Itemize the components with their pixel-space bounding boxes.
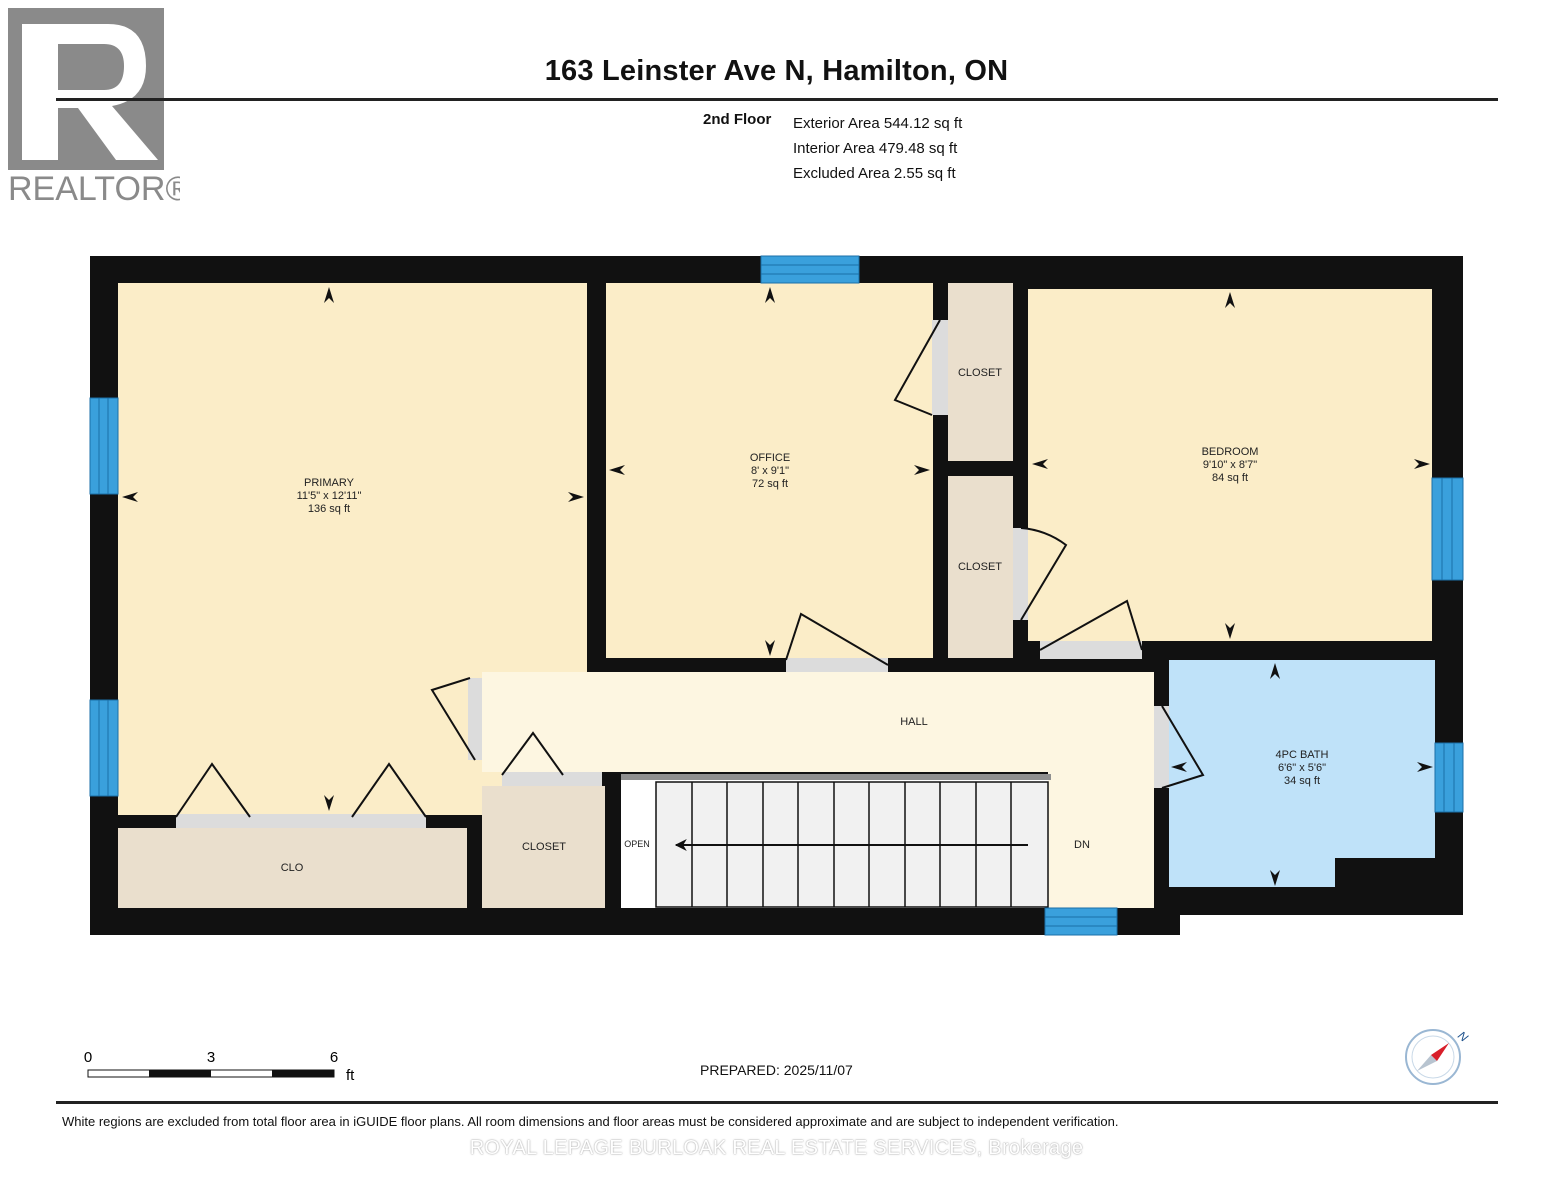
office-dims: 8' x 9'1" xyxy=(751,465,789,477)
clo-closet xyxy=(118,828,467,908)
dn-label: DN xyxy=(1074,839,1090,851)
brokerage-watermark: ROYAL LEPAGE BURLOAK REAL ESTATE SERVICE… xyxy=(469,1137,1084,1159)
interior-area: Interior Area 479.48 sq ft xyxy=(793,140,958,157)
primary-name: PRIMARY xyxy=(304,477,355,489)
bedroom-name: BEDROOM xyxy=(1202,446,1259,458)
floor-label: 2nd Floor xyxy=(703,111,772,128)
exterior-area: Exterior Area 544.12 sq ft xyxy=(793,115,963,132)
primary-area: 136 sq ft xyxy=(308,503,350,515)
bedroom-room xyxy=(1028,289,1432,641)
hall-label: HALL xyxy=(900,716,928,728)
office-area: 72 sq ft xyxy=(752,478,788,490)
bath-area: 34 sq ft xyxy=(1284,775,1320,787)
office-room xyxy=(606,283,933,658)
clo-label: CLO xyxy=(281,862,304,874)
scale-label-6: 6 xyxy=(330,1049,338,1066)
realtor-logo: REALTOR® xyxy=(8,8,180,208)
dimension-arrows xyxy=(122,287,1433,886)
windows xyxy=(89,255,1464,936)
footer-divider xyxy=(56,1101,1498,1104)
bath-room xyxy=(1169,660,1435,887)
scale-label-0: 0 xyxy=(84,1049,92,1066)
compass-north-label: N xyxy=(1455,1028,1471,1045)
disclaimer-text: White regions are excluded from total fl… xyxy=(62,1114,1119,1129)
bedroom-dims: 9'10" x 8'7" xyxy=(1203,459,1257,471)
closet-mid xyxy=(948,476,1013,658)
open-label: OPEN xyxy=(624,839,650,849)
page-title: 163 Leinster Ave N, Hamilton, ON xyxy=(544,55,1009,87)
hall-area xyxy=(482,672,1154,772)
closet-hall-label: CLOSET xyxy=(522,841,566,853)
bath-dims: 6'6" x 5'6" xyxy=(1278,762,1326,774)
compass-icon: N xyxy=(1405,1028,1471,1085)
scale-label-3: 3 xyxy=(207,1049,215,1066)
closet-mid-label: CLOSET xyxy=(958,561,1002,573)
bedroom-area: 84 sq ft xyxy=(1212,472,1248,484)
realtor-wordmark: REALTOR® xyxy=(8,170,180,208)
header-divider xyxy=(56,98,1498,101)
scale-unit: ft xyxy=(346,1067,355,1084)
bath-name: 4PC BATH xyxy=(1276,749,1329,761)
doors xyxy=(175,319,1205,828)
scale-bar: 0 3 6 ft xyxy=(84,1049,355,1084)
excluded-area: Excluded Area 2.55 sq ft xyxy=(793,165,956,182)
floor-plan: PRIMARY 11'5" x 12'11" 136 sq ft OFFICE … xyxy=(89,255,1464,936)
closet-hall xyxy=(482,786,605,908)
primary-dims: 11'5" x 12'11" xyxy=(297,490,362,502)
prepared-date: PREPARED: 2025/11/07 xyxy=(700,1062,853,1078)
area-summary: Exterior Area 544.12 sq ft Interior Area… xyxy=(793,111,962,186)
closet-top-label: CLOSET xyxy=(958,367,1002,379)
closet-top xyxy=(948,283,1013,461)
office-name: OFFICE xyxy=(750,452,790,464)
